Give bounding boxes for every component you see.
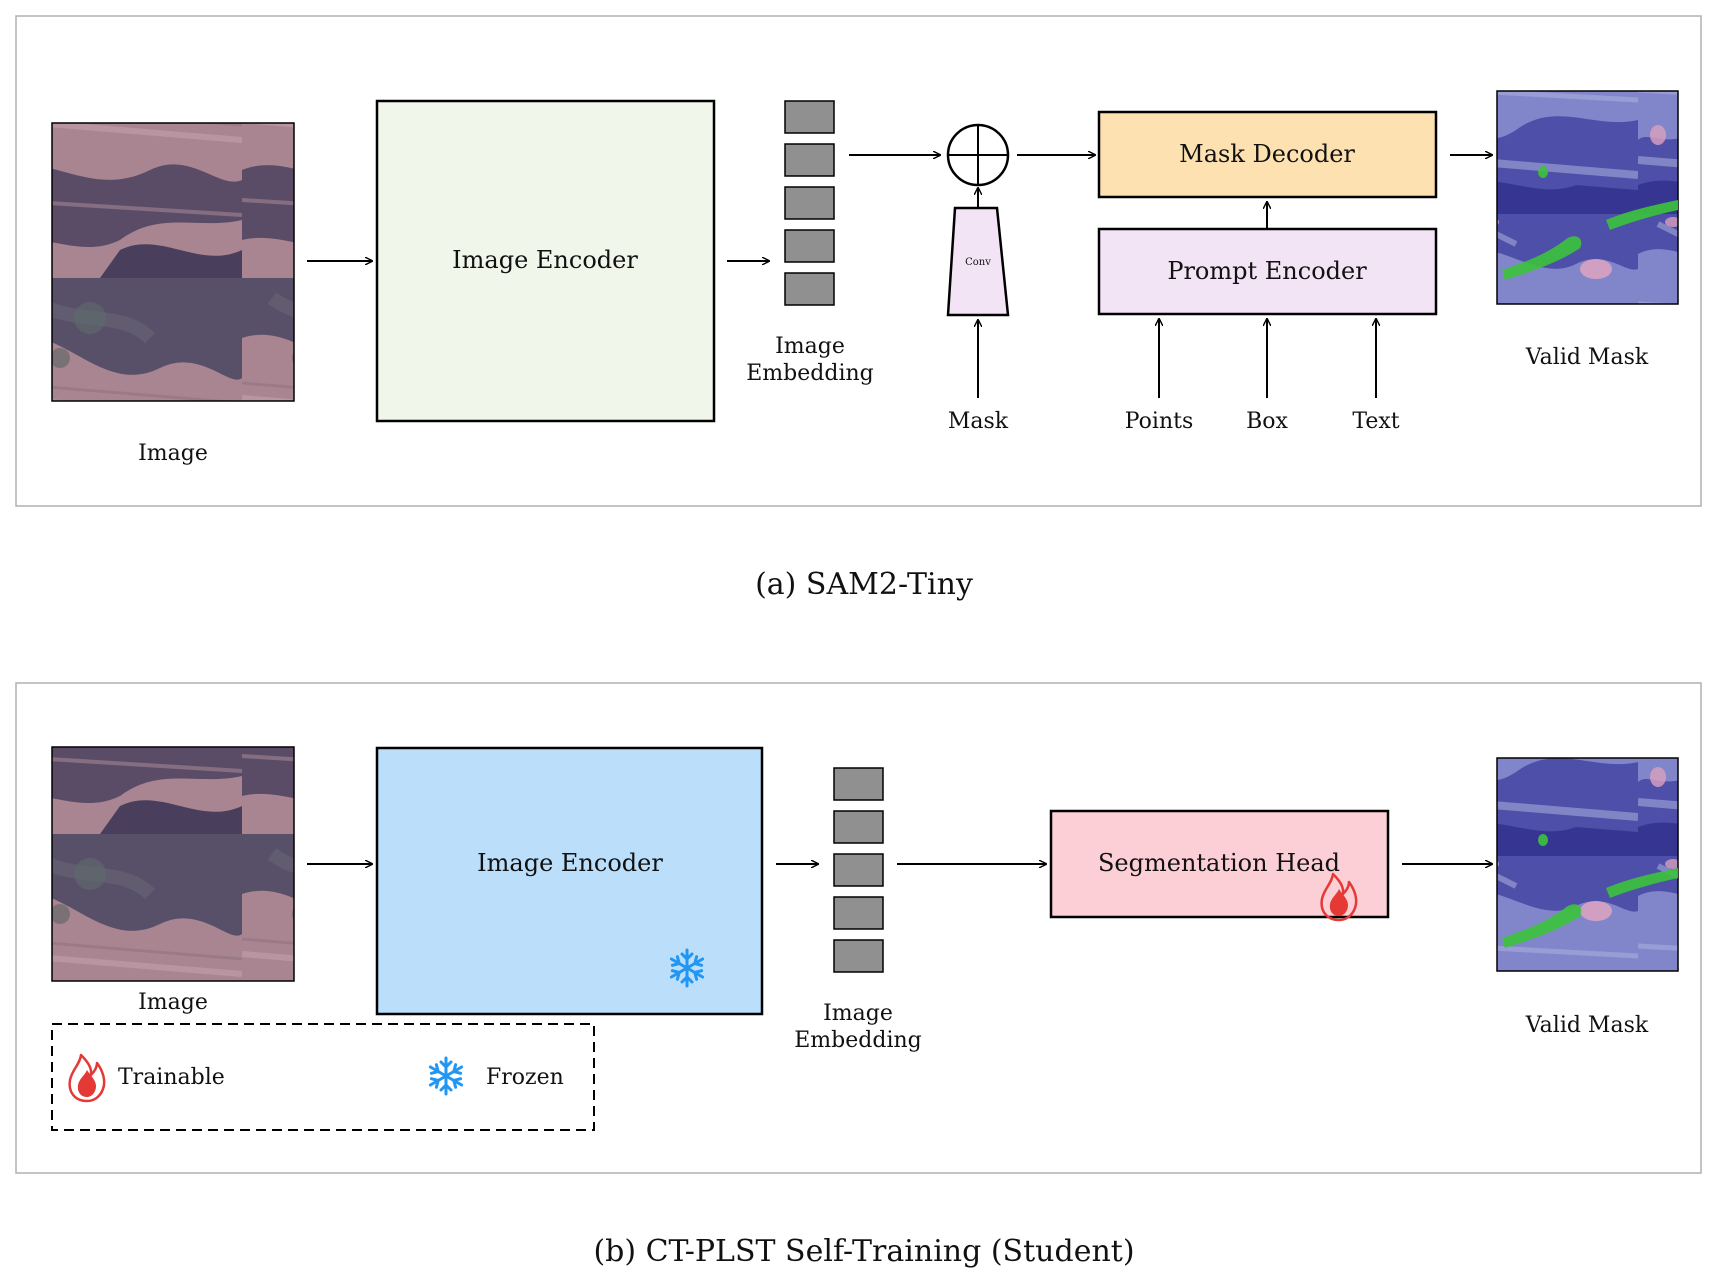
image-embedding-label-b-line2: Embedding	[794, 1028, 921, 1053]
legend-trainable-label: Trainable	[118, 1065, 225, 1090]
image-embedding-label-a-line2: Embedding	[746, 361, 873, 386]
embedding-token	[833, 853, 884, 887]
image-encoder-label-b: Image Encoder	[477, 849, 663, 877]
image-embedding-tokens-b	[833, 767, 884, 973]
image-embedding-label-b: Image	[823, 1001, 893, 1026]
embedding-token	[833, 810, 884, 844]
valid-mask-image-a	[1496, 90, 1679, 305]
segmentation-head-label: Segmentation Head	[1098, 849, 1340, 877]
sum-operator	[946, 123, 1010, 187]
flame-icon	[1320, 872, 1358, 922]
prompt-encoder-label: Prompt Encoder	[1167, 257, 1367, 285]
legend-flame-icon	[68, 1053, 106, 1103]
prompt-input-points: Points	[1125, 409, 1194, 434]
embedding-token	[784, 272, 835, 306]
mask-decoder-label: Mask Decoder	[1179, 140, 1355, 168]
legend-frozen-label: Frozen	[486, 1065, 564, 1090]
image-encoder-label-a: Image Encoder	[452, 246, 638, 274]
image-encoder-box-b	[375, 746, 764, 1016]
prompt-input-box: Box	[1246, 409, 1288, 434]
embedding-token	[784, 100, 835, 134]
segmentation-head-box	[1049, 809, 1390, 919]
prompt-encoder-box	[1097, 227, 1438, 316]
conv-label: Conv	[965, 257, 991, 268]
valid-mask-image-b	[1496, 757, 1679, 972]
embedding-token	[833, 939, 884, 973]
embedding-token	[833, 767, 884, 801]
valid-mask-label-b: Valid Mask	[1525, 1013, 1649, 1038]
image-encoder-box-a	[375, 99, 716, 423]
mask-input-label: Mask	[948, 409, 1009, 434]
mask-decoder-box	[1097, 110, 1438, 199]
snowflake-icon	[669, 948, 705, 988]
image-embedding-label-a: Image	[775, 334, 845, 359]
embedding-token	[833, 896, 884, 930]
embedding-token	[784, 229, 835, 263]
embedding-token	[784, 186, 835, 220]
panel-b-frame	[15, 682, 1702, 1174]
input-image-label-a: Image	[138, 441, 208, 466]
conv-block	[946, 206, 1010, 317]
valid-mask-label-a: Valid Mask	[1525, 345, 1649, 370]
caption-panel-b: (b) CT-PLST Self-Training (Student)	[593, 1234, 1134, 1269]
caption-panel-a: (a) SAM2-Tiny	[755, 567, 973, 602]
legend-snowflake-icon	[428, 1056, 464, 1096]
input-image-b	[51, 746, 295, 982]
input-image-a	[51, 122, 295, 402]
image-embedding-tokens-a	[784, 100, 835, 306]
prompt-input-text: Text	[1352, 409, 1399, 434]
input-image-label-b: Image	[138, 990, 208, 1015]
embedding-token	[784, 143, 835, 177]
legend-box	[51, 1023, 595, 1131]
panel-a-frame	[15, 15, 1702, 507]
